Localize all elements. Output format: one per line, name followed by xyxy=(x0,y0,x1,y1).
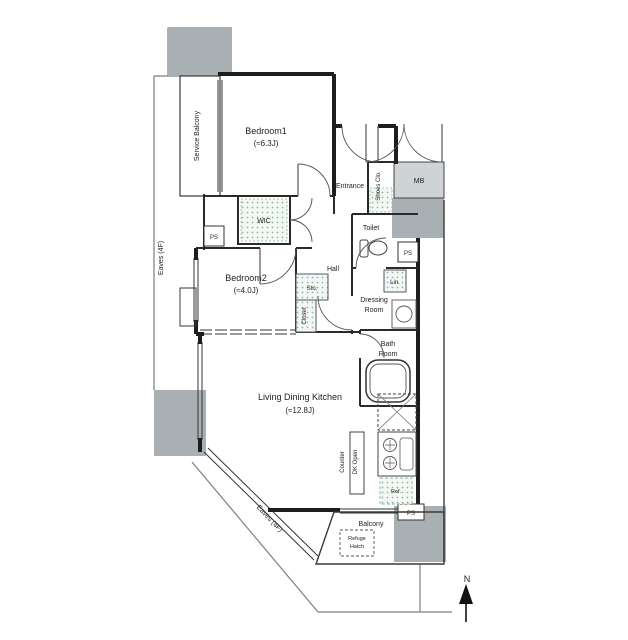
hall-label: Hall xyxy=(327,266,340,273)
bathtub xyxy=(365,359,411,403)
sto-label: Sto. xyxy=(307,286,318,292)
ps-box-left xyxy=(203,225,225,247)
ps-left-label: PS xyxy=(210,235,218,241)
refrigerator-space xyxy=(379,477,413,505)
meter-box xyxy=(393,161,445,199)
bedroom2-left-niche xyxy=(179,287,197,327)
ps-right-label: PS xyxy=(404,251,412,257)
eaves-label-left: Eaves (4F) xyxy=(158,241,165,275)
refuge-hatch: Refuge Hatch xyxy=(339,529,375,557)
dressing-room-label-2: Room xyxy=(365,307,384,314)
refrigerator-label: Ref. xyxy=(391,489,402,495)
bedroom1-size: (≈6.3J) xyxy=(254,139,279,148)
wic-label: WIC xyxy=(257,218,271,225)
washer-pan xyxy=(391,299,417,329)
counter-label: Counter xyxy=(340,451,346,472)
closet-label: Closet xyxy=(302,307,308,324)
north-label: N xyxy=(464,574,471,584)
wic-floor xyxy=(240,198,288,242)
shoes-closet-label: Shoes Clo. xyxy=(376,171,382,201)
windows xyxy=(193,80,414,561)
bath-room-label-2: Room xyxy=(379,351,398,358)
balcony-outline xyxy=(315,511,445,565)
ldk-size: (≈12.8J) xyxy=(285,406,315,415)
toilet-fixture xyxy=(359,239,388,258)
dressing-room-label-1: Dressing xyxy=(360,297,388,304)
service-balcony-outline xyxy=(179,75,221,197)
dk-open-label: DK Open xyxy=(353,450,359,475)
bedroom2-size: (≈4.0J) xyxy=(234,286,259,295)
lin-label: Lin. xyxy=(390,280,400,286)
structure-block-right-upper xyxy=(392,198,444,238)
storage-closet xyxy=(295,299,317,333)
storage-linen xyxy=(383,269,407,293)
refuge-hatch-label-1: Refuge xyxy=(348,536,366,542)
refuge-hatch-label-2: Hatch xyxy=(350,544,364,550)
shoes-closet-floor xyxy=(369,187,393,213)
ps-box-right xyxy=(397,241,419,263)
bedroom2-label: Bedroom2 xyxy=(225,273,267,283)
structure-block-left xyxy=(154,390,206,456)
bath-room-label-1: Bath xyxy=(381,341,396,348)
north-arrow: N xyxy=(459,574,473,622)
kitchen-counter-unit xyxy=(377,431,417,477)
mb-label: MB xyxy=(414,178,425,185)
ldk-label: Living Dining Kitchen xyxy=(258,392,342,402)
ps-bottom-label: PS xyxy=(407,511,415,517)
door-arcs xyxy=(259,123,443,359)
bedroom1-label: Bedroom1 xyxy=(245,126,287,136)
toilet-label: Toilet xyxy=(363,225,379,232)
entrance-label: Entrance xyxy=(336,183,364,190)
counter-island xyxy=(349,431,365,495)
service-balcony-label: Service Balcony xyxy=(194,110,201,161)
balcony-label: Balcony xyxy=(359,521,384,528)
sliding-partition xyxy=(200,329,296,335)
structure-block-topleft xyxy=(168,28,232,76)
kitchen-entry-mat xyxy=(377,393,417,431)
